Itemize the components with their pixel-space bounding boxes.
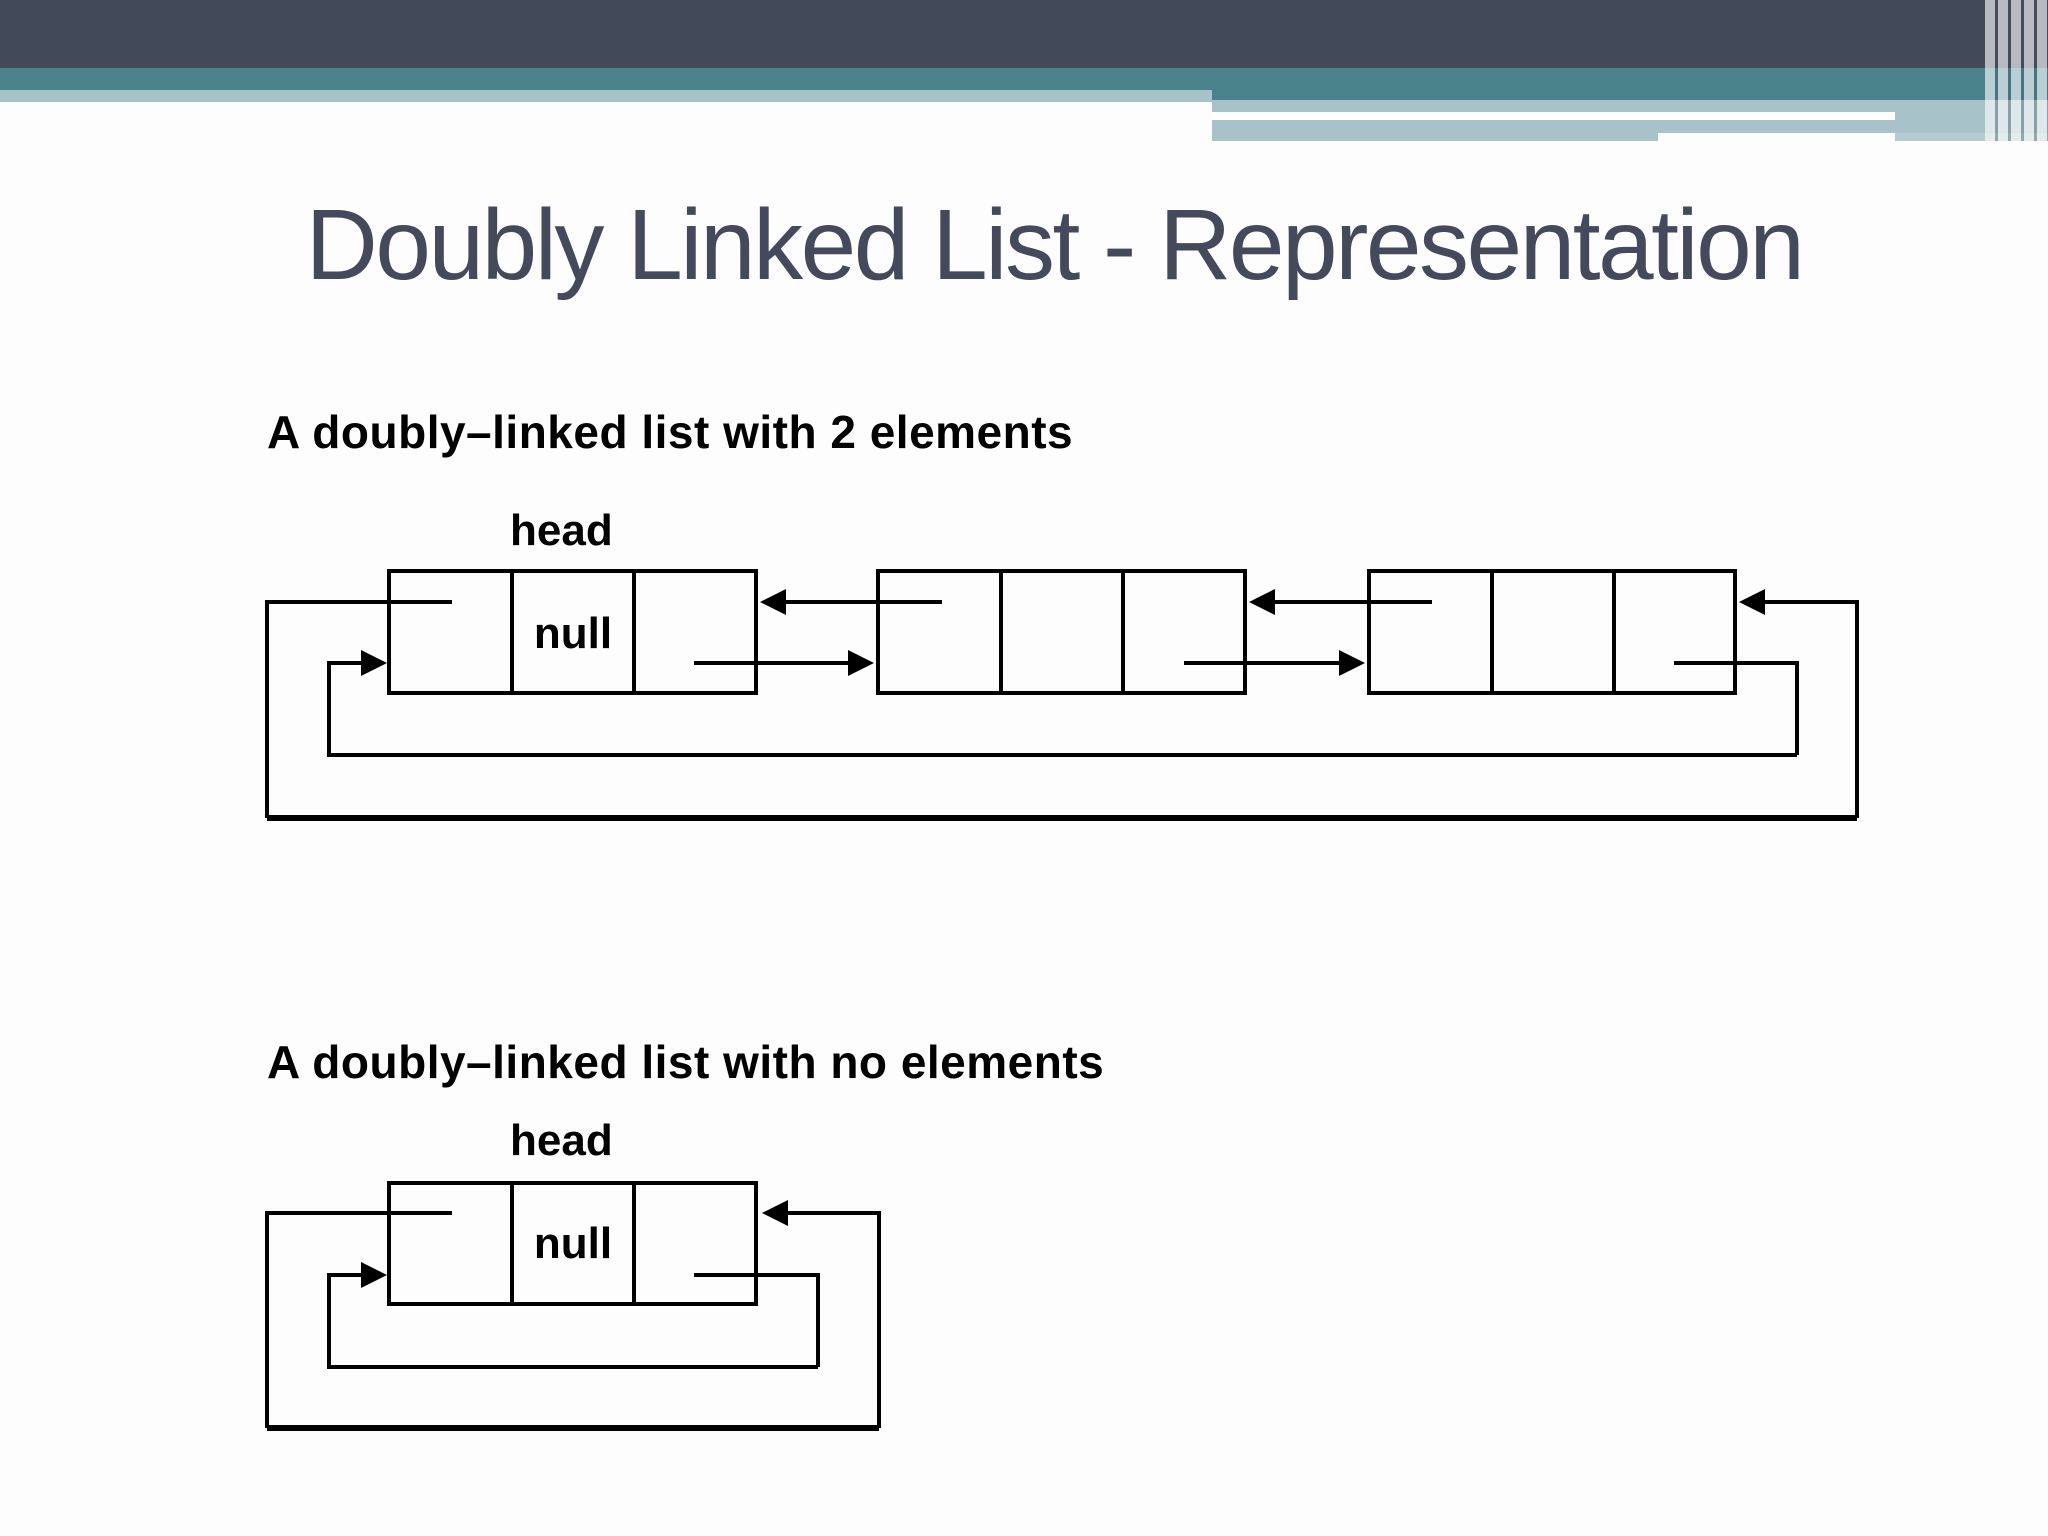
header-stripe-light bbox=[0, 90, 1212, 102]
diagram1-element-node-2-box bbox=[1367, 569, 1737, 695]
header-right-white-stripe bbox=[1212, 112, 1895, 120]
diagram-no-elements: A doubly–linked list with no elements he… bbox=[265, 1036, 1104, 1431]
diagram1-next-pointer-arrows bbox=[694, 650, 1365, 676]
diagram1-caption: A doubly–linked list with 2 elements bbox=[267, 406, 1073, 458]
header-bar-teal bbox=[0, 68, 2048, 90]
diagram1-outer-loop bbox=[265, 589, 1859, 821]
diagram2-null-label: null bbox=[534, 1219, 612, 1268]
diagram2-outer-loop bbox=[265, 1200, 881, 1431]
diagram1-inner-loop bbox=[327, 650, 1799, 757]
diagram2-head-node-box: null bbox=[387, 1181, 758, 1306]
diagram1-element-node-1-box bbox=[876, 569, 1247, 695]
diagram2-caption: A doubly–linked list with no elements bbox=[267, 1036, 1104, 1088]
diagram2-inner-loop bbox=[327, 1262, 820, 1369]
diagram1-null-label: null bbox=[534, 609, 612, 658]
diagram1-head-node-box: null bbox=[387, 569, 758, 695]
slide-title: Doubly Linked List - Representation bbox=[305, 189, 1805, 301]
diagram1-head-label: head bbox=[510, 506, 613, 555]
diagram2-head-label: head bbox=[510, 1116, 613, 1165]
diagram-two-elements: A doubly–linked list with 2 elements hea… bbox=[265, 406, 1859, 821]
header-right-light-step bbox=[1212, 133, 1658, 141]
diagram1-prev-pointer-arrows bbox=[760, 589, 1432, 615]
header-corner-stripes bbox=[1985, 0, 2048, 141]
header-bar-dark bbox=[0, 0, 2048, 68]
header-right-teal-block bbox=[1212, 90, 2048, 100]
header-right-light-tail bbox=[1895, 133, 2048, 141]
